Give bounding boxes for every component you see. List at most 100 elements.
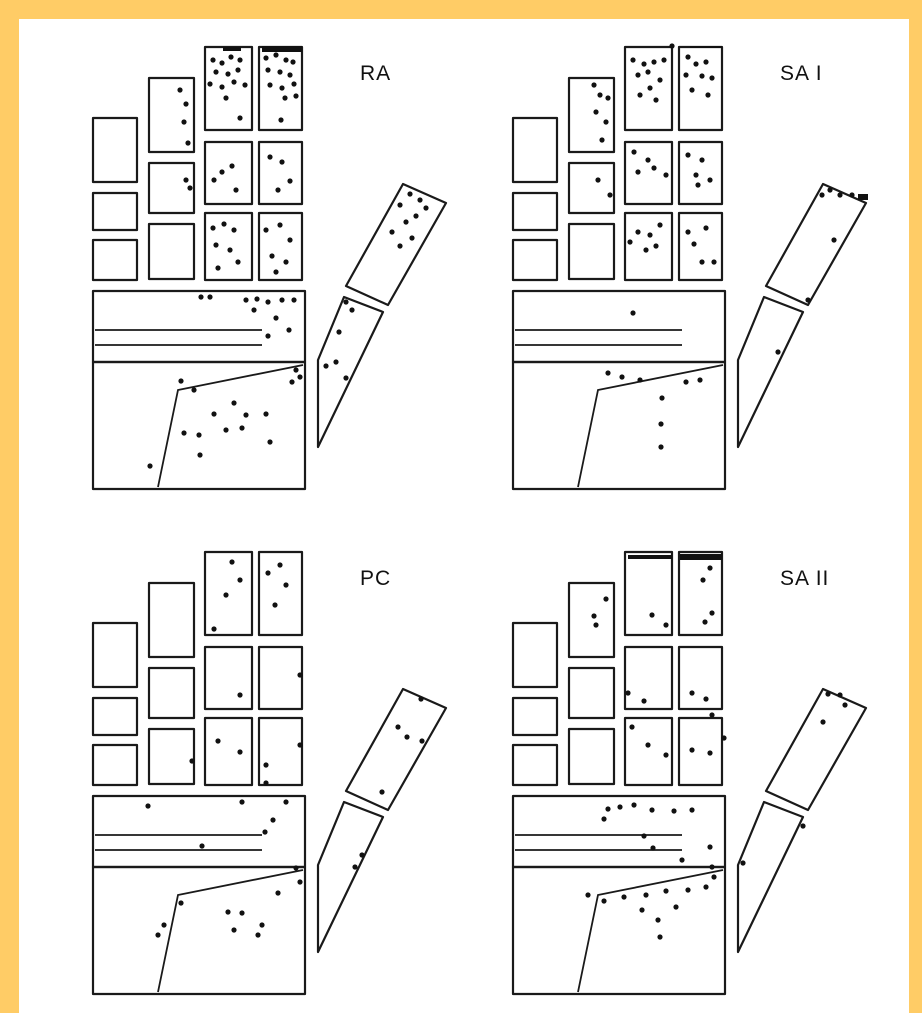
receptive-field-dot [242,82,248,88]
index-finger-proximal-outline [91,238,139,282]
receptive-field-dot [647,85,653,91]
thumb-proximal-outline [736,800,805,954]
receptive-field-dot [262,829,268,835]
receptive-field-dot [603,119,609,125]
receptive-field-dot [229,163,235,169]
receptive-field-dot [145,803,151,809]
dense-field-cluster [680,554,722,560]
receptive-field-dot [263,227,269,233]
panel-label-ra: RA [360,62,391,85]
receptive-field-dot [630,310,636,316]
hand-panel-sa1: SA I [511,43,868,491]
receptive-field-dot [805,297,811,303]
receptive-field-dot [585,892,591,898]
little-finger-distal-outline [147,76,196,154]
receptive-field-dot [657,77,663,83]
receptive-field-dot [699,157,705,163]
receptive-field-dot [699,73,705,79]
receptive-field-dot [663,622,669,628]
receptive-field-dot [277,562,283,568]
receptive-field-dot [661,57,667,63]
receptive-field-dot [291,81,297,87]
receptive-field-dot [187,185,193,191]
receptive-field-dot [178,900,184,906]
receptive-field-dot [703,59,709,65]
receptive-field-dot [657,934,663,940]
receptive-field-dot [155,932,161,938]
receptive-field-dot [199,843,205,849]
receptive-field-dot [703,884,709,890]
receptive-field-dot [379,789,385,795]
upper-palm-outline [511,289,727,364]
receptive-field-dot [395,724,401,730]
receptive-field-dot [211,626,217,632]
receptive-field-dot [627,239,633,245]
middle-finger-middle-outline [677,140,724,206]
receptive-field-dot [705,92,711,98]
receptive-field-dot [639,907,645,913]
receptive-field-dot [605,370,611,376]
ring-finger-proximal-outline [623,211,674,282]
receptive-field-dot [653,97,659,103]
receptive-field-dot [679,857,685,863]
index-finger-distal-outline [511,621,559,689]
receptive-field-dot [237,749,243,755]
receptive-field-dot [635,72,641,78]
receptive-field-dot [336,329,342,335]
receptive-field-dot [617,804,623,810]
receptive-field-dot [597,92,603,98]
index-finger-proximal-outline [511,238,559,282]
receptive-field-dot [223,95,229,101]
receptive-field-dot [279,85,285,91]
lower-palm-outline [91,865,307,996]
receptive-field-dot [223,592,229,598]
receptive-field-dot [605,806,611,812]
receptive-field-dot [685,229,691,235]
receptive-field-dot [849,192,855,198]
lower-palm-outline [511,360,727,491]
receptive-field-dot [709,610,715,616]
index-finger-middle-outline [91,696,139,737]
thumb-proximal-outline [316,800,385,954]
receptive-field-dot [637,92,643,98]
receptive-field-dot [601,898,607,904]
receptive-field-dot [703,696,709,702]
receptive-field-dot [663,752,669,758]
receptive-field-dot [711,874,717,880]
receptive-field-dot [263,780,269,786]
receptive-field-dot [418,696,424,702]
receptive-field-dot [645,742,651,748]
dense-field-cluster [628,555,672,559]
receptive-field-dot [323,363,329,369]
receptive-field-dot [263,55,269,61]
receptive-field-dot [407,191,413,197]
little-finger-middle-outline [147,666,196,720]
middle-finger-proximal-outline [257,211,304,282]
receptive-field-dot [185,140,191,146]
receptive-field-dot [293,93,299,99]
receptive-field-dot [599,137,605,143]
receptive-field-dot [196,432,202,438]
receptive-field-dot [663,888,669,894]
receptive-field-dot [259,922,265,928]
thenar-crease [157,869,304,993]
receptive-field-dot [417,197,423,203]
receptive-field-dot [267,82,273,88]
receptive-field-dot [775,349,781,355]
receptive-field-dot [658,421,664,427]
receptive-field-dot [287,72,293,78]
receptive-field-dot [689,807,695,813]
lower-palm-outline [511,865,727,996]
receptive-field-dot [707,565,713,571]
dense-field-cluster [858,194,868,200]
receptive-field-dot [265,67,271,73]
receptive-field-dot [191,387,197,393]
receptive-field-dot [289,379,295,385]
receptive-field-dot [210,225,216,231]
receptive-field-dot [685,54,691,60]
receptive-field-dot [243,297,249,303]
receptive-field-dot [297,374,303,380]
receptive-field-dot [649,612,655,618]
receptive-field-dot [631,802,637,808]
receptive-field-dot [645,69,651,75]
